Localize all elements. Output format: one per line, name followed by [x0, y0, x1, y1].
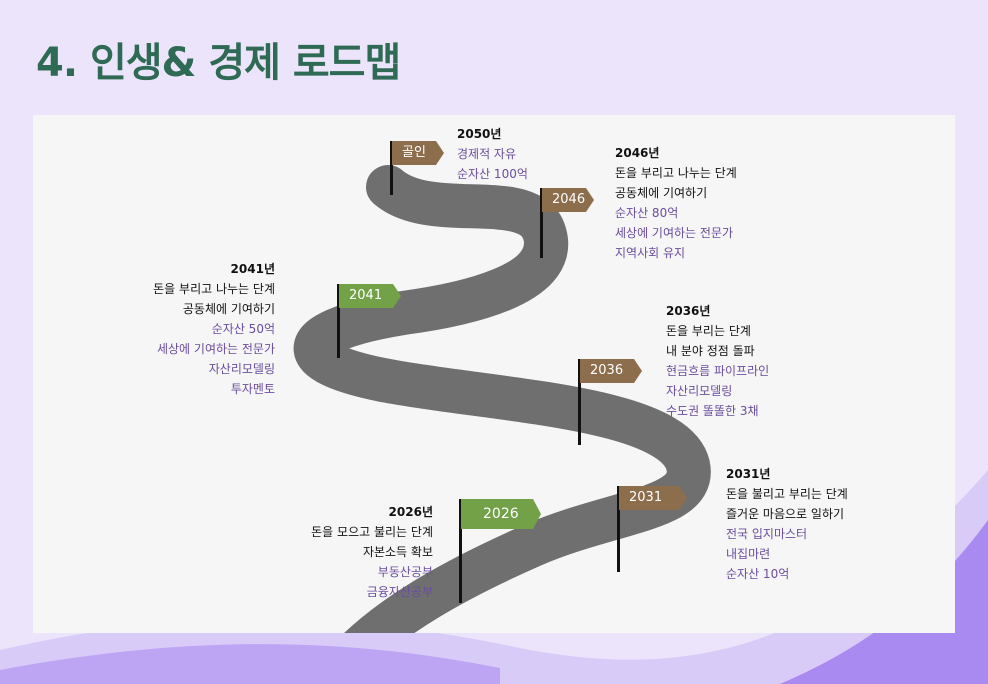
- milestone-item: 금융자산공부: [366, 585, 433, 599]
- flag-goal-label: 골인: [392, 141, 444, 165]
- milestone-stage: 내 분야 정점 돌파: [666, 344, 755, 358]
- winding-road: [293, 165, 711, 633]
- roadmap-panel: 골인 2046 2041 2036 2031 2026 2050년 경제적 자유…: [33, 115, 955, 633]
- milestone-2046: 2046년 돈을 부리고 나누는 단계 공동체에 기여하기 순자산 80억 세상…: [615, 143, 737, 263]
- milestone-item: 전국 입지마스터: [726, 527, 808, 541]
- milestone-2050: 2050년 경제적 자유 순자산 100억: [457, 124, 528, 184]
- milestone-stage: 공동체에 기여하기: [182, 302, 275, 316]
- milestone-stage: 돈을 부리고 나누는 단계: [615, 166, 737, 180]
- milestone-year: 2046년: [615, 146, 660, 160]
- milestone-stage: 즐거운 마음으로 일하기: [726, 507, 845, 521]
- milestone-2026: 2026년 돈을 모으고 불리는 단계 자본소득 확보 부동산공부 금융자산공부: [311, 502, 433, 602]
- milestone-item: 경제적 자유: [457, 147, 517, 161]
- milestone-item: 지역사회 유지: [615, 246, 686, 260]
- milestone-item: 순자산 80억: [615, 206, 679, 220]
- milestone-item: 부동산공부: [377, 565, 433, 579]
- milestone-stage: 자본소득 확보: [362, 545, 433, 559]
- milestone-stage: 돈을 불리고 부리는 단계: [726, 487, 848, 501]
- milestone-item: 세상에 기여하는 전문가: [615, 226, 734, 240]
- milestone-item: 내집마련: [726, 547, 771, 561]
- milestone-2031: 2031년 돈을 불리고 부리는 단계 즐거운 마음으로 일하기 전국 입지마스…: [726, 464, 848, 584]
- milestone-item: 순자산 50억: [211, 322, 275, 336]
- milestone-stage: 공동체에 기여하기: [615, 186, 708, 200]
- milestone-2041: 2041년 돈을 부리고 나누는 단계 공동체에 기여하기 순자산 50억 세상…: [153, 259, 275, 399]
- milestone-year: 2036년: [666, 304, 711, 318]
- milestone-item: 자산리모델링: [208, 362, 275, 376]
- milestone-item: 현금흐름 파이프라인: [666, 364, 770, 378]
- milestone-2036: 2036년 돈을 부리는 단계 내 분야 정점 돌파 현금흐름 파이프라인 자산…: [666, 301, 769, 421]
- milestone-item: 세상에 기여하는 전문가: [156, 342, 275, 356]
- page-title: 4. 인생& 경제 로드맵: [36, 40, 401, 86]
- milestone-stage: 돈을 모으고 불리는 단계: [311, 525, 433, 539]
- milestone-item: 투자멘토: [230, 382, 275, 396]
- milestone-year: 2026년: [388, 505, 433, 519]
- milestone-year: 2050년: [457, 127, 502, 141]
- milestone-item: 순자산 100억: [457, 167, 528, 181]
- milestone-item: 순자산 10억: [726, 567, 790, 581]
- milestone-item: 수도권 똘똘한 3채: [666, 404, 759, 418]
- milestone-year: 2031년: [726, 467, 771, 481]
- flag-2026-label: 2026: [461, 499, 541, 529]
- flag-2031-label: 2031: [619, 486, 687, 510]
- milestone-stage: 돈을 부리는 단계: [666, 324, 751, 338]
- flag-2041-label: 2041: [339, 284, 401, 308]
- milestone-year: 2041년: [230, 262, 275, 276]
- milestone-stage: 돈을 부리고 나누는 단계: [153, 282, 275, 296]
- milestone-item: 자산리모델링: [666, 384, 733, 398]
- flag-2036-label: 2036: [580, 359, 642, 383]
- flag-2046-label: 2046: [542, 188, 594, 212]
